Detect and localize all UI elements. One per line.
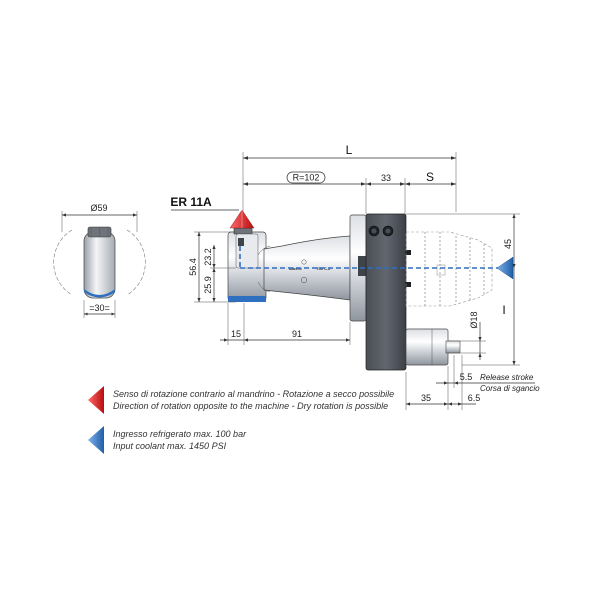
release-stroke-value: 5.5 [460,372,473,382]
right-offset-label: 45 [503,239,513,249]
release-stroke-en: Release stroke [480,373,534,382]
turret-block [365,213,407,371]
right-dimensions: 45 I Ø18 [406,213,520,366]
reach-R-box [286,171,326,184]
release-lever [405,328,449,366]
blue-coolant-arrow [496,256,514,280]
bottom-dimensions: 15 91 35 6.5 5.5 Release stroke Corsa di… [220,303,540,410]
legend: Senso di rotazione contrario al mandrino… [88,386,394,454]
i-label: I [502,303,505,317]
height-total-label: 56.4 [188,258,198,276]
flange-33-label: 33 [381,173,391,183]
lever-offset-label: 35 [421,393,431,403]
legend-coolant-en: Input coolant max. 1450 PSI [113,441,227,451]
side-coolant-band [84,289,115,298]
stroke-S-label: S [426,170,434,184]
release-stroke-it: Corsa di sgancio [480,384,540,393]
nose-length-label: 15 [231,329,241,339]
side-view-body [83,231,116,299]
legend-coolant-it: Ingresso refrigerato max. 100 bar [113,429,247,439]
height-upper-label: 23.2 [203,248,213,266]
red-arrow-icon [88,386,104,414]
top-dimensions: L R=102 33 S ER 11A [170,143,457,214]
legend-rotation-en: Direction of rotation opposite to the ma… [113,401,388,411]
legend-item-rotation: Senso di rotazione contrario al mandrino… [88,386,394,414]
lever-stroke-label: 6.5 [468,393,481,403]
legend-rotation-it: Senso di rotazione contrario al mandrino… [113,389,394,399]
side-width-label: =30= [89,303,110,313]
body-length-label: 91 [292,329,302,339]
side-diameter-label: Ø59 [90,203,107,213]
blue-arrow-icon [88,426,104,454]
side-view: Ø59 =30= [53,203,146,318]
height-lower-label: 25.9 [203,276,213,294]
collet-type-label: ER 11A [170,195,212,209]
shank-outline [405,231,493,307]
shank-diameter-label: Ø18 [469,311,479,328]
reach-R-label: R=102 [293,173,320,183]
length-L-label: L [346,143,353,157]
coolant-band [228,296,266,302]
legend-item-coolant: Ingresso refrigerato max. 100 bar Input … [88,426,247,454]
body-brand: Alberti [289,266,302,271]
left-dimensions: 56.4 23.2 25.9 [188,231,236,303]
tool-body: Alberti T50 C.5 [227,209,514,371]
